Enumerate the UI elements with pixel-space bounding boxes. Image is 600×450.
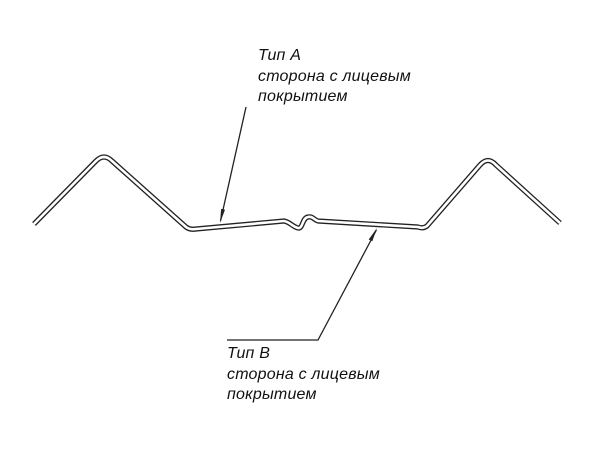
callout-type-a-line2: покрытием (258, 88, 348, 105)
arrowhead-type-b (368, 228, 377, 242)
leader-line-type-a (219, 106, 247, 222)
callout-type-b-line1: сторона с лицевым (227, 366, 380, 383)
callout-type-a-line1: сторона с лицевым (258, 68, 411, 85)
callout-type-b-line2: покрытием (227, 386, 317, 403)
callout-type-b: Тип B сторона с лицевым покрытием (227, 344, 380, 405)
callout-type-a-title: Тип A (258, 47, 302, 64)
arrowhead-type-a (220, 208, 225, 223)
leader-line-type-b (227, 229, 377, 341)
sheet-profile-outer (32, 154, 562, 232)
callout-type-a: Тип A сторона с лицевым покрытием (258, 46, 411, 107)
sheet-profile-inner (33, 155, 561, 231)
callout-type-b-title: Тип B (227, 345, 271, 362)
